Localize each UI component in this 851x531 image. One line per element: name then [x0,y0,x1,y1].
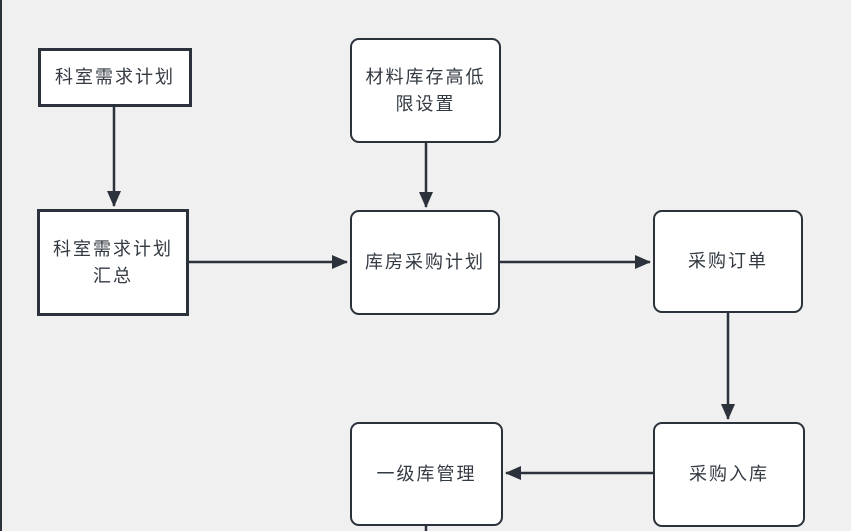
window-left-border [0,0,2,531]
node-purchase-order[interactable]: 采购订单 [653,210,803,313]
node-dept-demand-plan[interactable]: 科室需求计划 [38,48,192,107]
node-label: 采购入库 [689,464,769,484]
node-purchase-inbound[interactable]: 采购入库 [653,422,805,527]
node-level1-warehouse-mgmt[interactable]: 一级库管理 [350,422,503,526]
node-label: 采购订单 [688,251,768,271]
node-label: 科室需求计划汇总 [53,238,173,286]
node-warehouse-purchase-plan[interactable]: 库房采购计划 [350,210,500,315]
node-dept-demand-plan-summary[interactable]: 科室需求计划汇总 [37,209,189,316]
node-label: 材料库存高低限设置 [365,66,486,114]
node-label: 库房采购计划 [365,252,485,272]
node-material-stock-limit[interactable]: 材料库存高低限设置 [350,38,501,143]
node-label: 一级库管理 [376,463,477,484]
node-label: 科室需求计划 [55,67,175,87]
